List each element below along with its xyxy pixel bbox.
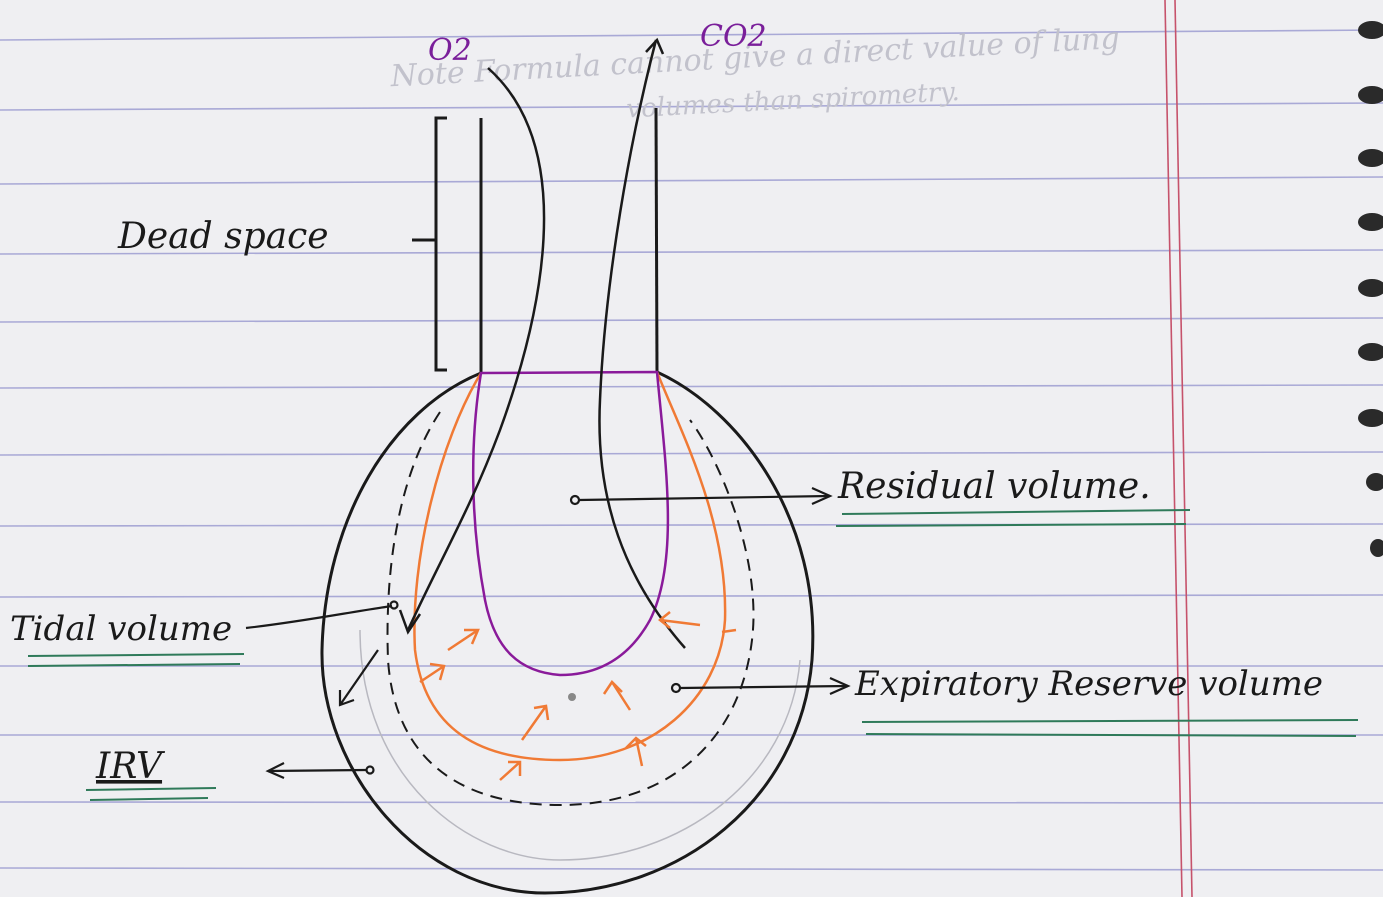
margin-line xyxy=(1165,0,1192,897)
gas-flow-paths xyxy=(408,40,685,648)
expiratory-reserve-pointer xyxy=(672,678,848,694)
alveolar-flow-arrows xyxy=(420,612,736,780)
residual-volume-boundary xyxy=(473,372,668,675)
residual-volume-label: Residual volume. xyxy=(837,466,1151,507)
spiral-binding xyxy=(1358,21,1383,557)
gas-flow-arrowheads xyxy=(400,40,663,632)
expiratory-reserve-boundary xyxy=(414,372,725,760)
irv-underline xyxy=(86,788,216,800)
dead-space-label: Dead space xyxy=(117,216,329,257)
irv-label: IRV xyxy=(95,746,166,787)
co2-label: CO2 xyxy=(700,19,767,54)
tidal-volume-label: Tidal volume xyxy=(10,609,232,649)
residual-volume-pointer xyxy=(571,488,830,504)
ruled-lines xyxy=(0,30,1383,870)
expiratory-reserve-volume-label: Expiratory Reserve volume xyxy=(854,664,1323,704)
co2-outflow-path xyxy=(599,40,685,648)
expiratory-reserve-underline xyxy=(862,720,1358,736)
faint-note-line-2: volumes than spirometry. xyxy=(626,77,961,124)
pencil-contour xyxy=(360,630,800,860)
tidal-volume-underline xyxy=(28,654,244,666)
center-dot xyxy=(568,693,576,701)
dead-space-bracket xyxy=(412,118,447,370)
lung-outer-boundary xyxy=(322,372,813,893)
o2-label: O2 xyxy=(428,33,472,68)
residual-volume-underline xyxy=(836,510,1190,526)
